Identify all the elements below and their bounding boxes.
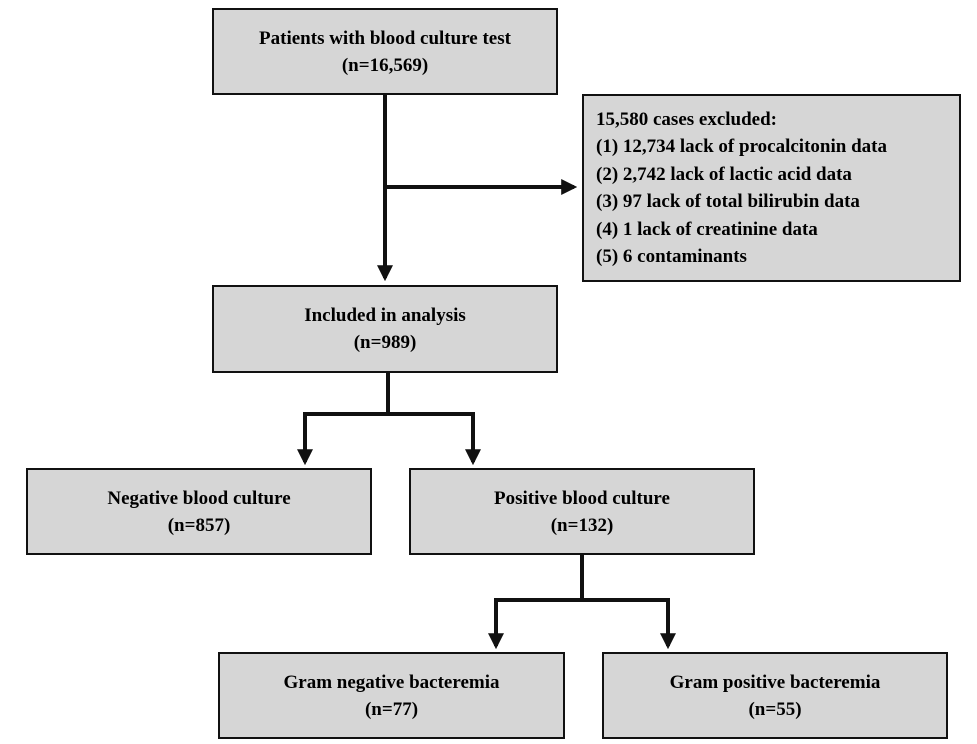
node-negative-label: Negative blood culture <box>107 487 291 509</box>
node-gram-negative: Gram negative bacteremia (n=77) <box>218 652 565 739</box>
excluded-title: 15,580 cases excluded: <box>596 108 778 130</box>
node-included: Included in analysis (n=989) <box>212 285 558 373</box>
node-gram-positive-label: Gram positive bacteremia <box>669 671 881 693</box>
node-included-label: Included in analysis <box>304 305 466 326</box>
excluded-reason: (5) 6 contaminants <box>596 246 747 267</box>
node-positive-count: (n=132) <box>550 514 614 536</box>
excluded-reason: (2) 2,742 lack of lactic acid data <box>596 163 852 185</box>
node-excluded: 15,580 cases excluded: (1) 12,734 lack o… <box>582 94 961 282</box>
node-all-patients-count: (n=16,569) <box>341 54 429 76</box>
node-gram-positive-count: (n=55) <box>748 698 802 720</box>
node-gram-negative-label: Gram negative bacteremia <box>283 671 500 693</box>
node-all-patients: Patients with blood culture test (n=16,5… <box>212 8 558 95</box>
node-positive: Positive blood culture (n=132) <box>409 468 755 555</box>
node-included-count: (n=989) <box>353 332 417 353</box>
node-negative: Negative blood culture (n=857) <box>26 468 372 555</box>
node-negative-count: (n=857) <box>167 514 231 536</box>
node-gram-positive: Gram positive bacteremia (n=55) <box>602 652 948 739</box>
excluded-reason: (3) 97 lack of total bilirubin data <box>596 191 860 212</box>
node-positive-label: Positive blood culture <box>494 487 670 509</box>
excluded-reason: (4) 1 lack of creatinine data <box>596 218 818 240</box>
excluded-reason: (1) 12,734 lack of procalcitonin data <box>596 136 887 157</box>
node-gram-negative-count: (n=77) <box>364 698 419 720</box>
node-all-patients-label: Patients with blood culture test <box>259 27 511 49</box>
